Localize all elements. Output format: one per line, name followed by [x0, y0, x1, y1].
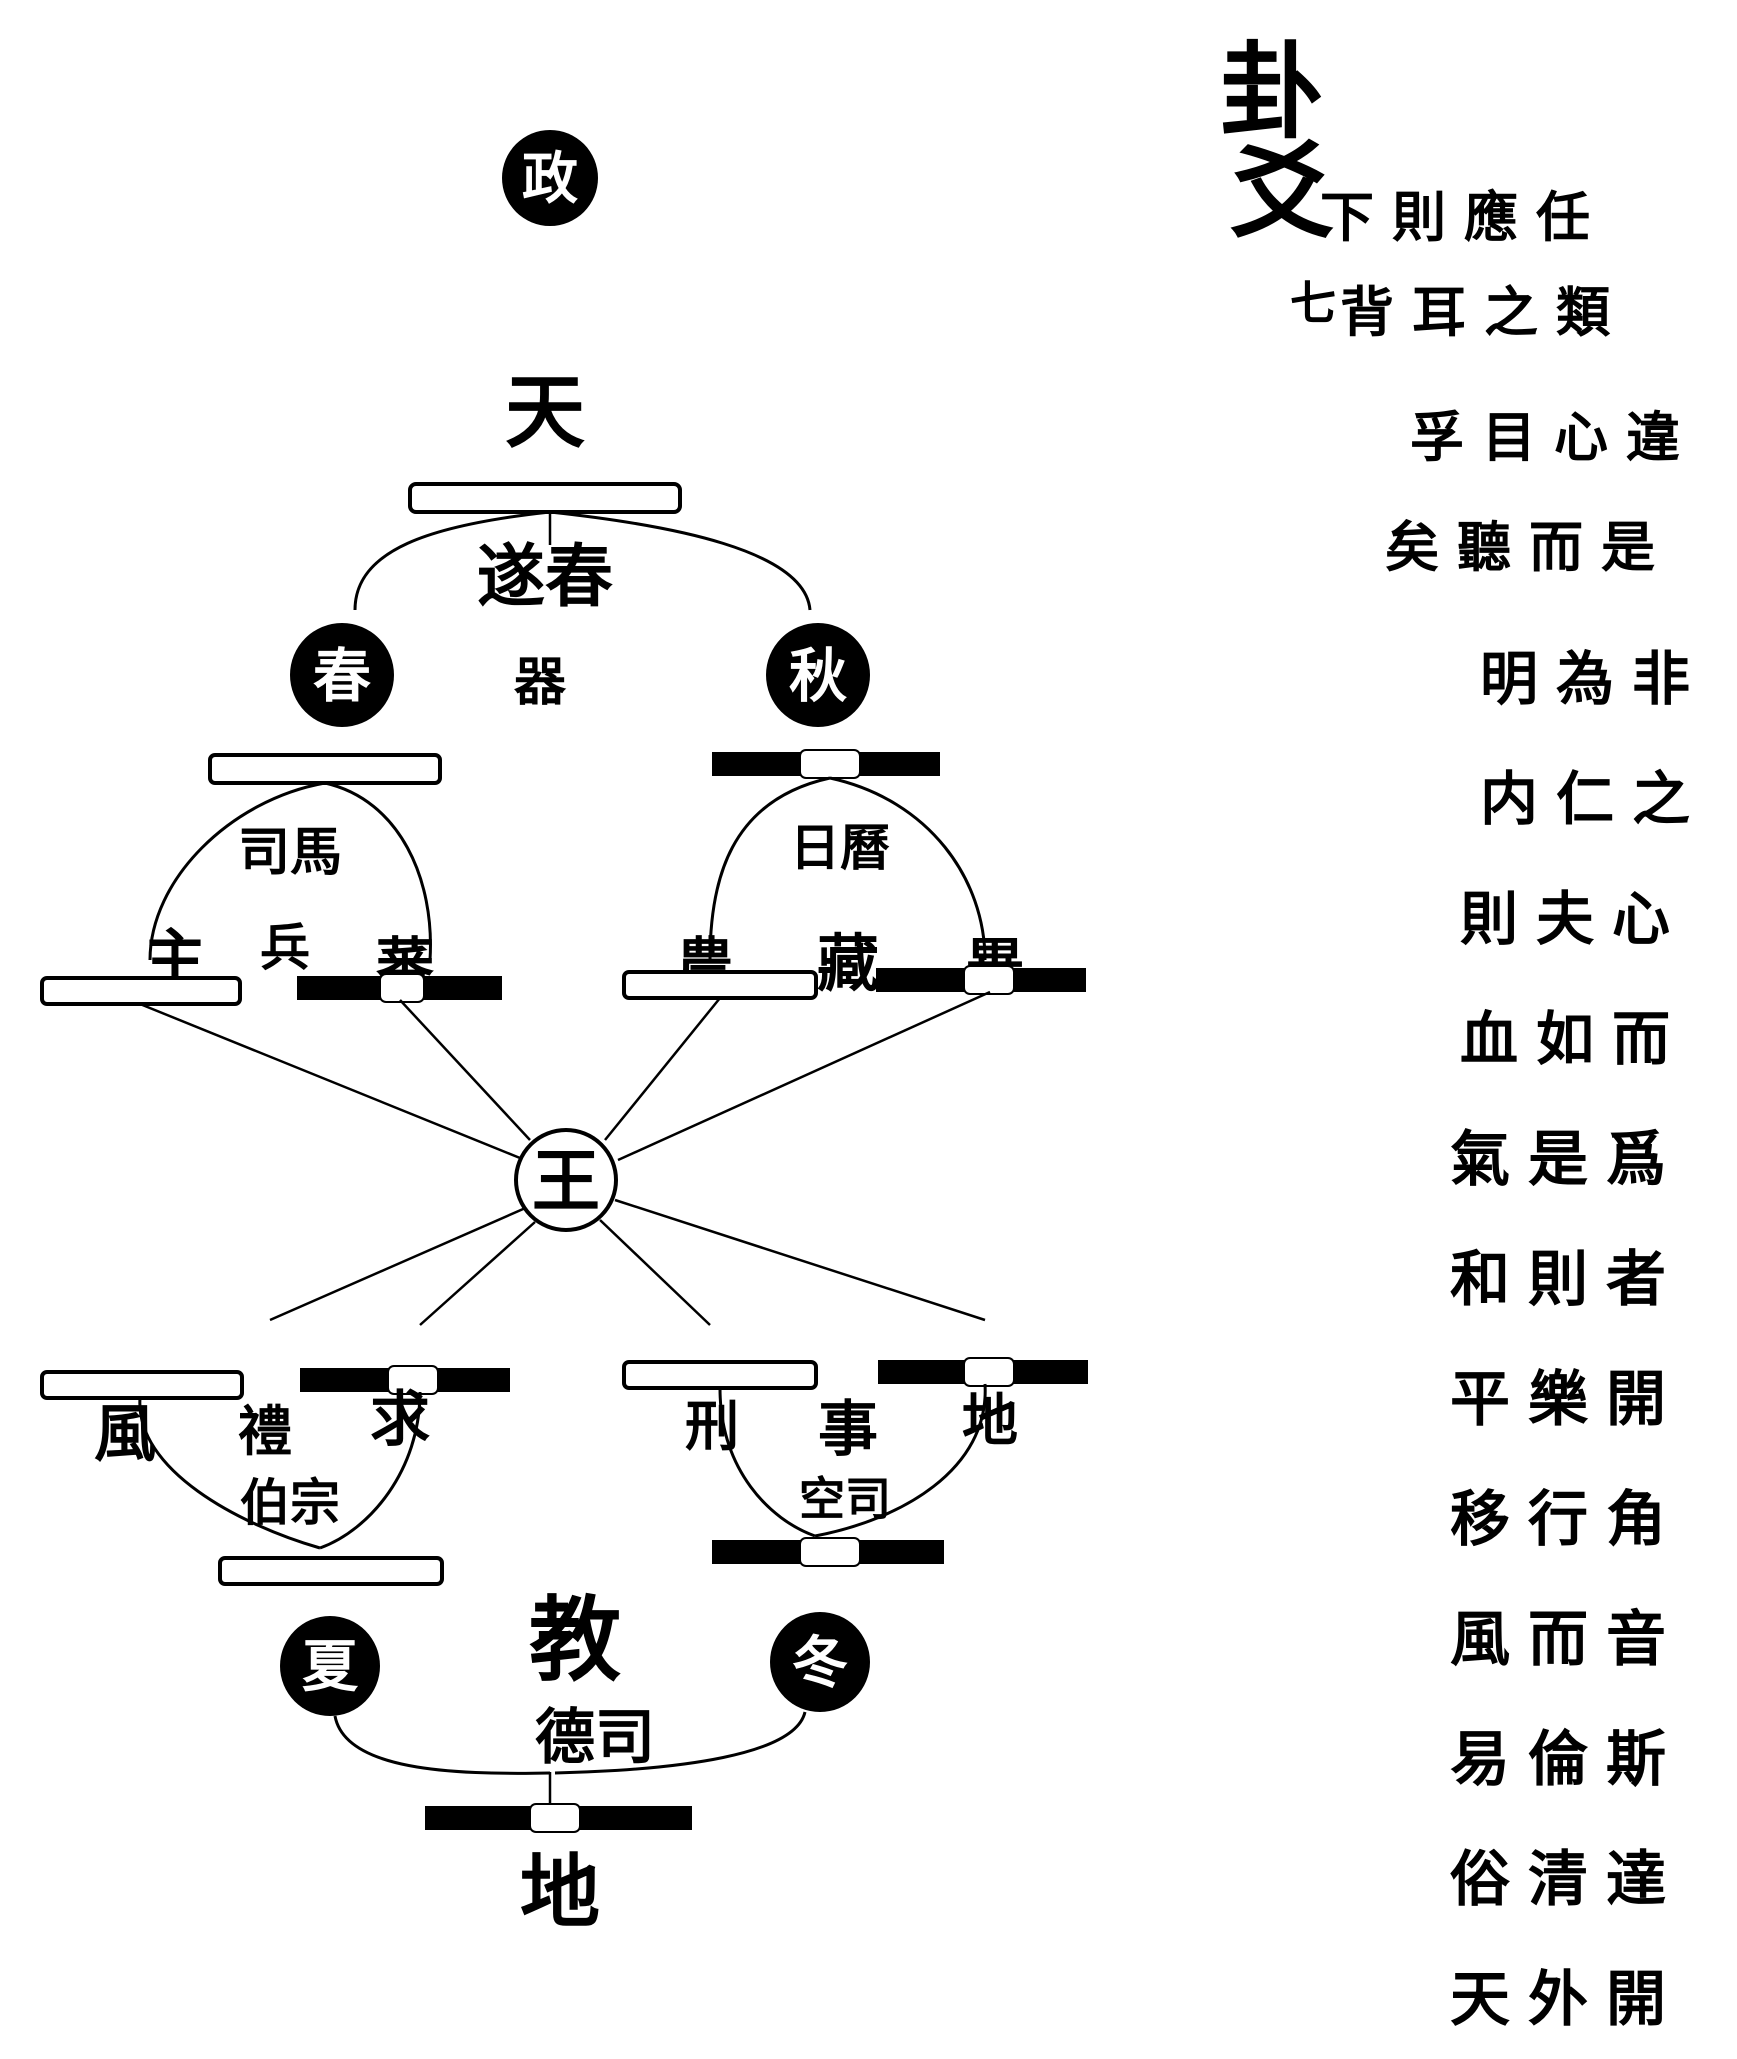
top-label-disc: 政 — [502, 130, 598, 226]
bar-row2-1 — [40, 976, 242, 1006]
text-row-15: 俗清達 — [1450, 1845, 1684, 1915]
arc-lr-right — [814, 1383, 987, 1538]
center-label: 王 — [532, 1142, 600, 1222]
spoke-ur-2 — [617, 990, 991, 1162]
bottom-center-text-1: 教 — [529, 1586, 621, 1694]
arc-ll-right — [319, 1391, 422, 1550]
arc-earth-left — [333, 1715, 551, 1775]
spoke-ll-2 — [419, 1221, 536, 1326]
bar-row3-3 — [622, 1360, 818, 1390]
arc-lr-left — [718, 1387, 816, 1538]
bottom-center-text-2: 德司 — [535, 1703, 655, 1773]
arc-ur-right — [829, 776, 987, 961]
text-row-4: 矣聽而是 — [1385, 515, 1673, 579]
winter-label: 冬 — [792, 1630, 848, 1696]
arc-ur-left — [708, 776, 831, 961]
lower-left-b: 禮 — [238, 1399, 292, 1463]
vertical-text-block: 卦 爻 七 下則應任 背耳之類 孚目心違 矣聽而是 明為非 内仁之 則夫心 血如… — [1220, 40, 1737, 2040]
upper-left-mid: 司馬 — [238, 822, 342, 883]
lower-left-yang-bar — [218, 1556, 444, 1586]
lower-left-mid: 伯宗 — [240, 1473, 340, 1532]
summer-disc — [280, 1616, 380, 1716]
text-row-10: 和則者 — [1450, 1245, 1684, 1315]
text-row-11: 平樂開 — [1450, 1365, 1684, 1435]
earth-yin-bar — [425, 1803, 692, 1833]
arc-earth-right — [554, 1711, 807, 1775]
arc-heaven-left — [353, 510, 551, 611]
arc-heaven-right — [549, 510, 812, 611]
lower-right-yin-bar — [712, 1537, 944, 1567]
spring-disc — [290, 623, 394, 727]
summer-label: 夏 — [302, 1634, 359, 1700]
heaven-label: 天 — [505, 365, 585, 459]
arc-ul-right — [324, 781, 432, 961]
bar-row3-1 — [40, 1370, 244, 1400]
top-center-text-2: 器 — [514, 652, 567, 713]
text-row-1: 下則應任 — [1320, 185, 1608, 249]
upper-right-yin-bar — [712, 749, 940, 779]
spoke-ur-1 — [604, 997, 721, 1141]
spoke-ul-1 — [139, 1002, 521, 1160]
heading-seven: 七 — [1290, 276, 1336, 330]
spoke-ll-1 — [269, 1204, 531, 1322]
text-row-16: 天外開 — [1450, 1965, 1684, 2035]
bar-row2-3 — [622, 970, 818, 1000]
bar-row2-4 — [876, 965, 1086, 995]
diagram: 政 天 遂春 器 春 秋 司馬 主 兵 蕃 日曆 農 藏 畢 — [40, 130, 1088, 1939]
text-row-12: 移行角 — [1450, 1485, 1684, 1555]
upper-left-yang-bar — [208, 753, 442, 785]
winter-disc — [770, 1612, 870, 1712]
text-row-13: 風而音 — [1450, 1605, 1684, 1675]
text-row-3: 孚目心違 — [1410, 405, 1698, 469]
text-row-9: 氣是爲 — [1450, 1125, 1684, 1195]
earth-label: 地 — [520, 1845, 600, 1939]
upper-left-b: 兵 — [260, 918, 310, 977]
top-label-text: 政 — [522, 146, 578, 212]
spoke-lr-2 — [614, 1198, 986, 1322]
arc-ll-left — [138, 1397, 321, 1550]
bar-row3-4 — [878, 1357, 1088, 1387]
text-row-7: 則夫心 — [1460, 885, 1689, 953]
text-row-8: 血如而 — [1460, 1005, 1689, 1073]
top-center-text-1: 遂春 — [477, 537, 613, 617]
upper-right-mid: 日曆 — [790, 818, 890, 877]
text-row-5: 明為非 — [1480, 645, 1709, 713]
bar-row3-2 — [300, 1365, 510, 1395]
center-ring — [514, 1128, 618, 1232]
upper-right-b: 藏 — [817, 927, 879, 1000]
text-row-14: 易倫斯 — [1450, 1725, 1684, 1795]
heading-yao: 爻 — [1230, 130, 1335, 253]
heading-gua: 卦 — [1220, 30, 1325, 153]
spoke-lr-1 — [599, 1219, 711, 1326]
text-row-6: 内仁之 — [1480, 765, 1709, 833]
spring-label: 春 — [313, 642, 371, 710]
heaven-yang-bar — [408, 482, 682, 514]
spoke-ul-2 — [399, 999, 531, 1141]
lower-right-b: 事 — [818, 1395, 878, 1465]
autumn-disc — [766, 623, 870, 727]
arc-ul-left — [148, 781, 326, 961]
text-row-2: 背耳之類 — [1340, 280, 1628, 344]
autumn-label: 秋 — [789, 642, 847, 710]
bar-row2-2 — [297, 973, 502, 1003]
